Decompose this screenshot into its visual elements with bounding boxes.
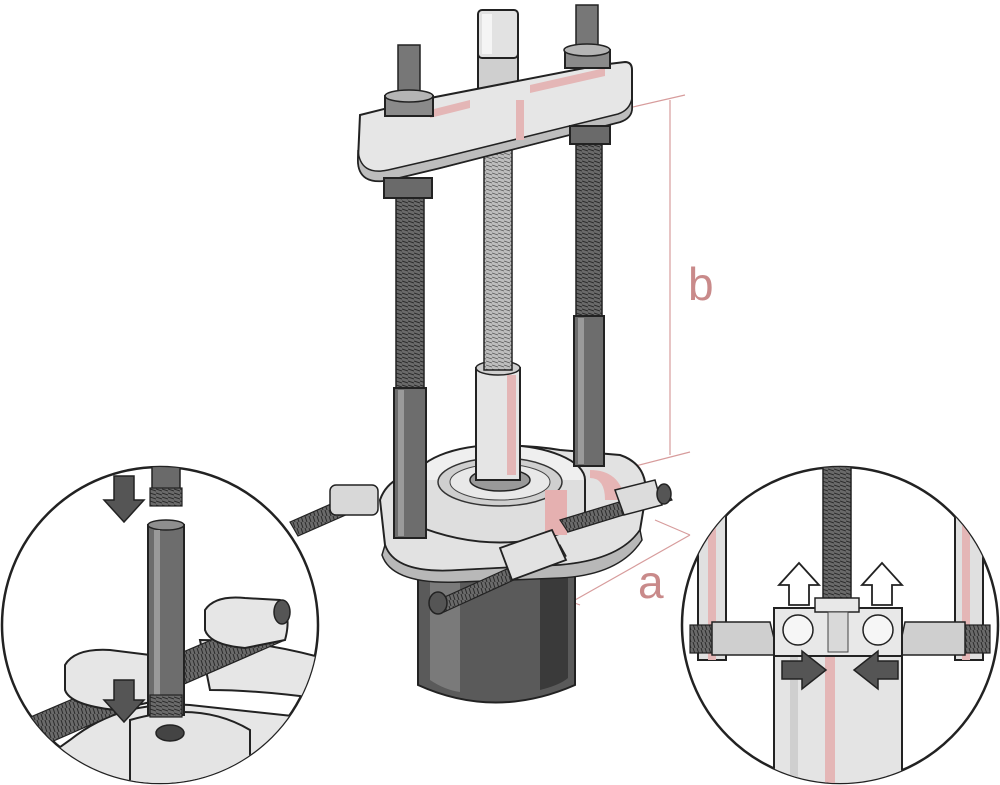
right-rod xyxy=(573,129,605,467)
right-detail-view xyxy=(680,465,1000,785)
main-assembly: b a xyxy=(289,4,714,704)
crossbeam xyxy=(356,60,633,182)
arrow-down-icon xyxy=(102,679,146,724)
arrow-down-icon xyxy=(102,475,146,524)
arrow-up-icon xyxy=(776,561,822,606)
top-nut-left xyxy=(384,44,434,117)
bottom-nut-right xyxy=(569,125,611,145)
housing-cylinder xyxy=(417,547,576,704)
center-spindle xyxy=(477,9,519,371)
left-rod xyxy=(393,189,427,539)
arrow-right-icon xyxy=(781,649,828,691)
dimension-b xyxy=(619,94,691,471)
arrow-left-icon xyxy=(852,649,899,691)
pressure-piece xyxy=(475,360,521,481)
top-nut-right xyxy=(563,4,611,69)
separator-bolts xyxy=(289,479,673,615)
left-detail-view xyxy=(0,465,320,785)
label-b: b xyxy=(688,258,714,310)
arrow-up-icon xyxy=(859,561,905,606)
bottom-nut-left xyxy=(383,177,433,199)
label-a: a xyxy=(638,556,664,608)
